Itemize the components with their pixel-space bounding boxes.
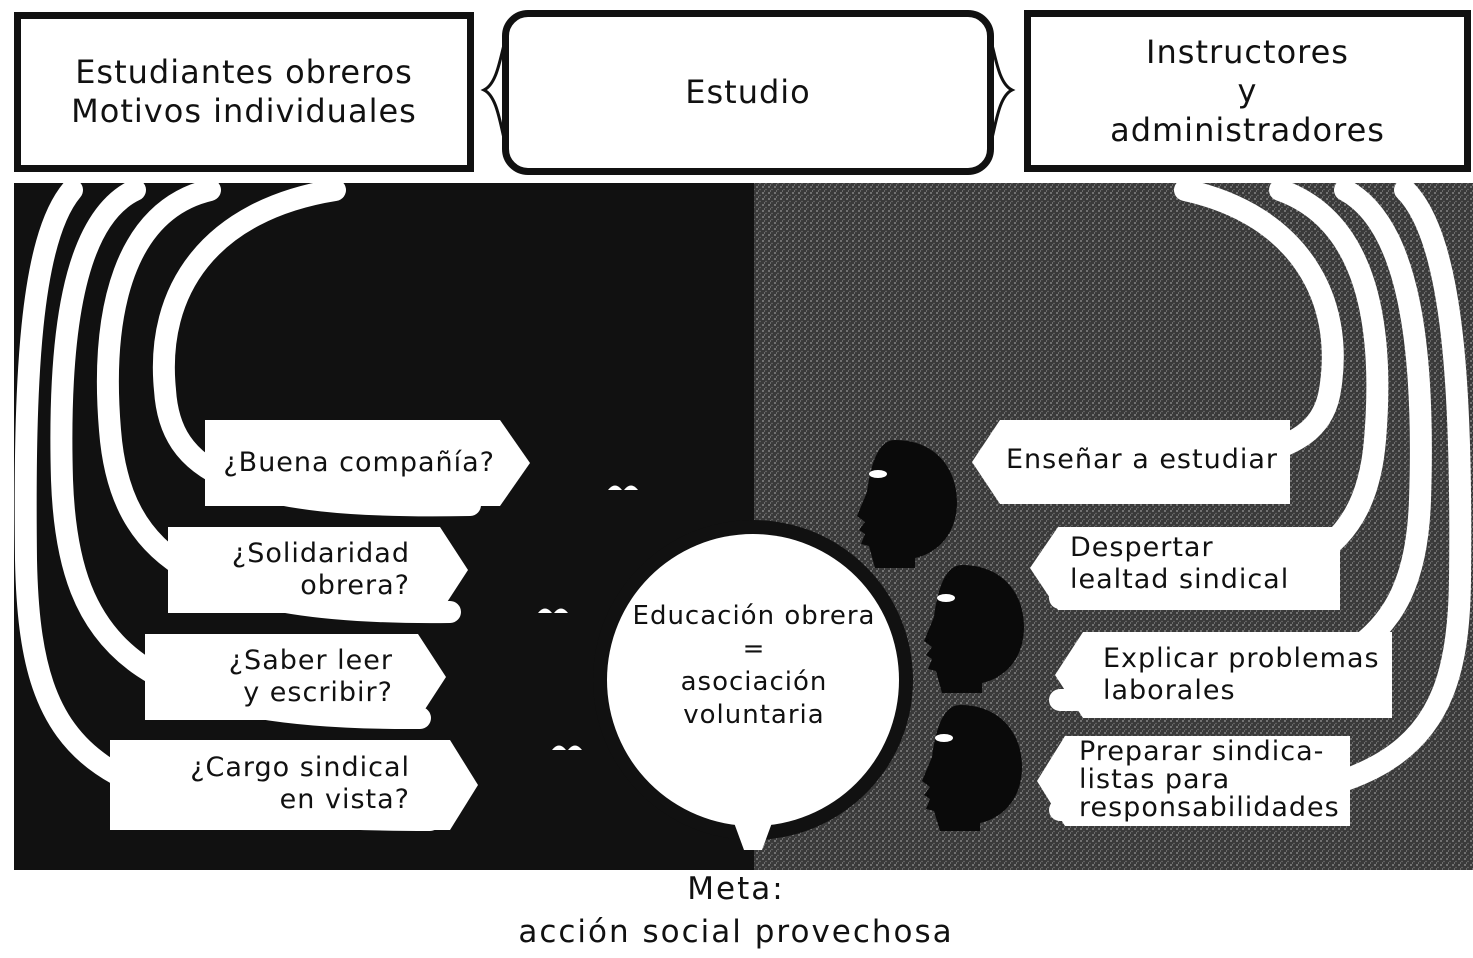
students-box-line2: Motivos individuales	[71, 92, 417, 130]
instructor-goal-3: Explicar problemas laborales	[1103, 643, 1380, 707]
center-line1: Educación obrera	[632, 601, 876, 631]
right-arrow-2	[1030, 527, 1340, 610]
student-eyes-group	[538, 485, 638, 750]
right-arrow-1	[972, 420, 1290, 504]
instructor-goal-4-line1: Preparar sindica-	[1079, 736, 1325, 767]
instructor-goal-3-line1: Explicar problemas	[1103, 643, 1380, 674]
eyes-in-dark-icon	[538, 608, 568, 613]
instructor-goal-3-line2: laborales	[1103, 675, 1236, 706]
left-arrow-3	[145, 634, 446, 720]
center-line3: asociación	[680, 667, 828, 697]
eyes-in-dark-icon	[608, 485, 638, 490]
motive-label-2-line2: obrera?	[300, 570, 410, 601]
right-arrow-3	[1055, 632, 1392, 718]
head-silhouette-icon	[922, 705, 1022, 831]
head-silhouette-icon	[857, 440, 957, 568]
instructor-goal-2-line2: lealtad sindical	[1070, 564, 1290, 595]
study-box-label: Estudio	[685, 73, 811, 111]
instructor-goal-4-line3: responsabilidades	[1079, 792, 1340, 823]
goal-caption: Meta: acción social provechosa	[436, 868, 1036, 954]
motive-label-4: ¿Cargo sindical en vista?	[110, 752, 410, 816]
motive-label-3: ¿Saber leer y escribir?	[145, 645, 393, 709]
goal-line2: acción social provechosa	[518, 914, 954, 950]
goal-line1: Meta:	[687, 871, 785, 907]
instructor-goal-4-line2: listas para	[1079, 764, 1231, 795]
motive-label-3-line1: ¿Saber leer	[228, 645, 393, 676]
left-arrow-2	[168, 527, 468, 613]
left-arrow-1	[205, 420, 530, 506]
motive-label-2-line1: ¿Solidaridad	[231, 538, 410, 569]
head-silhouette-icon	[924, 565, 1024, 693]
students-box-line1: Estudiantes obreros	[75, 53, 413, 91]
left-arrow-4	[110, 740, 478, 830]
instructor-goal-4: Preparar sindica- listas para responsabi…	[1079, 738, 1340, 822]
instructors-box: Instructores y administradores	[1024, 10, 1471, 172]
motive-label-1-line1: ¿Buena compañía?	[223, 447, 495, 478]
instructors-box-line2: y	[1237, 71, 1258, 110]
center-bubble-text: Educación obrera = asociación voluntaria	[604, 600, 904, 732]
instructors-box-line3: administradores	[1110, 110, 1385, 149]
instructor-heads-group	[857, 440, 1024, 831]
motive-label-4-line2: en vista?	[279, 784, 410, 815]
eyes-in-dark-icon	[552, 745, 582, 750]
instructor-goal-2: Despertar lealtad sindical	[1070, 532, 1289, 596]
students-box: Estudiantes obreros Motivos individuales	[14, 12, 474, 172]
center-line2: =	[742, 634, 766, 664]
motive-label-3-line2: y escribir?	[243, 677, 393, 708]
instructor-goal-1-line1: Enseñar a estudiar	[1006, 444, 1278, 475]
right-arrow-shapes	[972, 420, 1392, 826]
right-arrow-4	[1037, 736, 1350, 826]
study-box: Estudio	[502, 10, 994, 175]
left-arrow-shapes	[110, 420, 530, 830]
motive-label-4-line1: ¿Cargo sindical	[190, 752, 410, 783]
motive-label-2: ¿Solidaridad obrera?	[168, 538, 410, 602]
instructor-goal-2-line1: Despertar	[1070, 532, 1214, 563]
motive-label-1: ¿Buena compañía?	[205, 447, 495, 479]
center-line4: voluntaria	[683, 700, 825, 730]
instructors-box-line1: Instructores	[1146, 32, 1349, 71]
instructor-goal-1: Enseñar a estudiar	[1006, 444, 1278, 476]
center-bubble	[593, 520, 913, 850]
